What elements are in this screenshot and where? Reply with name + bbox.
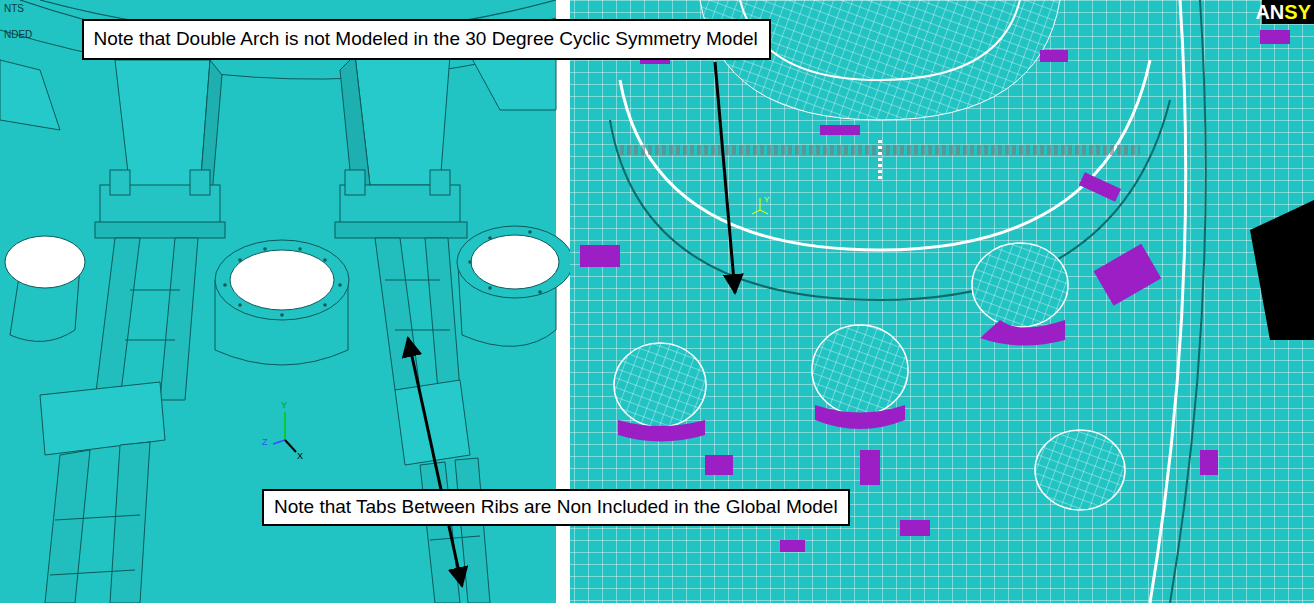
axis-label: X [297,452,303,461]
callout-box: Note that Double Arch is not Modeled in … [82,19,771,60]
viewer-note: NTS [4,4,24,14]
software-logo: AN [1255,2,1284,22]
callout-text: Note that Double Arch is not Modeled in … [94,28,759,51]
axis-label: Y [764,196,769,204]
callout-box: Note that Tabs Between Ribs are Non Incl… [262,489,850,526]
axis-label: Y [281,401,287,410]
callout-text: Note that Tabs Between Ribs are Non Incl… [274,496,838,519]
viewer-note: NDED [4,30,32,40]
axis-label: Z [262,438,268,447]
software-logo: SY [1284,2,1311,22]
